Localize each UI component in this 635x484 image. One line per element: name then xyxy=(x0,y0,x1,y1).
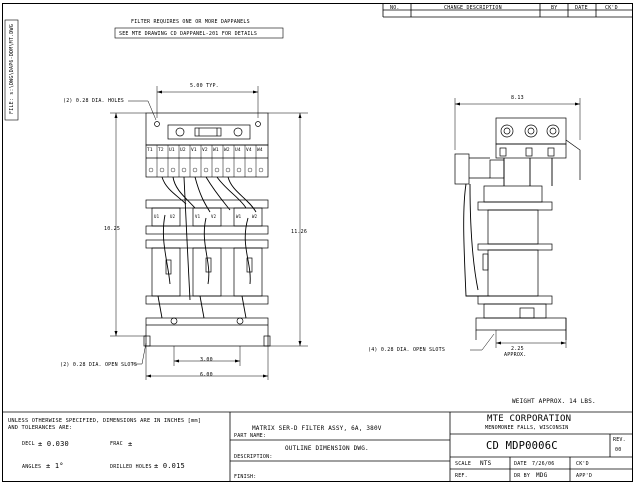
coil-label-v2: V2 xyxy=(211,214,217,219)
terminal-label-w2: W2 xyxy=(224,148,230,153)
terminal-label-v2: V2 xyxy=(202,148,208,153)
rev-value: 00 xyxy=(615,447,622,453)
terminal-label-t2: T2 xyxy=(158,148,164,153)
front-view xyxy=(110,86,308,380)
frac-value: ± xyxy=(128,440,133,448)
terminal-label-w1: W1 xyxy=(213,148,219,153)
dim-height-left: 10.25 xyxy=(104,226,121,232)
note-filter-required: FILTER REQUIRES ONE OR MORE DAPPANELS xyxy=(131,19,250,25)
terminal-label-v4: V4 xyxy=(246,148,252,153)
company-location: MENOMONEE FALLS, WISCONSIN xyxy=(485,425,569,431)
rev-header-by: BY xyxy=(551,4,558,11)
rev-header-date: DATE xyxy=(575,4,588,11)
dr-by-value: MDG xyxy=(536,472,548,479)
scale-label: SCALE xyxy=(455,461,472,467)
ref-label: REF. xyxy=(455,473,468,479)
terminal-label-v1: V1 xyxy=(191,148,197,153)
angles-value: ± 1° xyxy=(46,462,64,470)
part-name-value: MATRIX SER-D FILTER ASSY, 6A, 380V xyxy=(252,425,382,432)
drilled-label: DRILLED HOLES xyxy=(110,464,152,470)
terminal-label-u1: U1 xyxy=(169,148,175,153)
rev-header-no: NO. xyxy=(390,4,400,11)
coil-label-w1: W1 xyxy=(236,214,242,219)
side-view xyxy=(454,98,581,351)
finish-label: FINISH: xyxy=(234,474,257,480)
tolerance-note-2: AND TOLERANCES ARE: xyxy=(8,425,73,431)
dr-by-label: DR BY xyxy=(514,473,531,479)
date-label: DATE xyxy=(514,461,527,467)
coil-label-w2: W2 xyxy=(252,214,258,219)
terminal-label-u2: U2 xyxy=(180,148,186,153)
drawing-number: CD MDP0006C xyxy=(486,440,558,452)
dim-side-offset-note: APPROX. xyxy=(504,352,527,358)
terminal-label-t1: T1 xyxy=(147,148,153,153)
ckd-label: CK'D xyxy=(576,461,589,467)
coil-label-u2: U2 xyxy=(170,214,176,219)
decl-value: ± 0.030 xyxy=(38,440,69,448)
coil-label-u1: U1 xyxy=(154,214,160,219)
dim-side-width: 8.13 xyxy=(511,95,524,101)
coil-label-v1: V1 xyxy=(195,214,201,219)
description-label: DESCRIPTION: xyxy=(234,454,273,460)
dim-holes: (2) 0.28 DIA. HOLES xyxy=(63,98,124,104)
rev-label: REV. xyxy=(613,437,626,443)
frac-label: FRAC xyxy=(110,441,123,447)
rev-header-change-description: CHANGE DESCRIPTION xyxy=(444,4,502,11)
terminal-label-w4: W4 xyxy=(257,148,263,153)
terminal-label-u4: U4 xyxy=(235,148,241,153)
file-path-label: FILE: s:\DWG\DAP6-DDM\MT.DWG xyxy=(9,24,15,114)
scale-value: NTS xyxy=(480,460,492,467)
dim-side-offset: 2.25 xyxy=(511,346,524,352)
tolerance-note-1: UNLESS OTHERWISE SPECIFIED, DIMENSIONS A… xyxy=(8,418,202,424)
dim-slot-spacing: 3.00 xyxy=(200,357,213,363)
date-value: 7/26/06 xyxy=(532,461,555,467)
decl-label: DECL xyxy=(22,441,35,447)
title-block-lines xyxy=(2,411,633,482)
description-value: OUTLINE DIMENSION DWG. xyxy=(285,445,369,452)
angles-label: ANGLES xyxy=(22,464,42,470)
company-name: MTE CORPORATION xyxy=(487,414,572,424)
part-name-label: PART NAME: xyxy=(234,433,267,439)
dim-top-width: 5.00 TYP. xyxy=(190,83,219,89)
note-see-drawing: SEE MTE DRAWING CD DAPPANEL-201 FOR DETA… xyxy=(119,30,258,37)
rev-header-ckd: CK'D xyxy=(605,4,618,11)
dim-height-right: 11.26 xyxy=(291,229,308,235)
dim-slots-side: (4) 0.28 DIA. OPEN SLOTS xyxy=(368,347,446,353)
appd-label: APP'D xyxy=(576,473,593,479)
drilled-value: ± 0.015 xyxy=(154,462,185,470)
dim-slots-front: (2) 0.28 DIA. OPEN SLOTS xyxy=(60,362,138,368)
dim-base-width: 6.00 xyxy=(200,372,213,378)
weight-note: WEIGHT APPROX. 14 LBS. xyxy=(512,398,596,405)
